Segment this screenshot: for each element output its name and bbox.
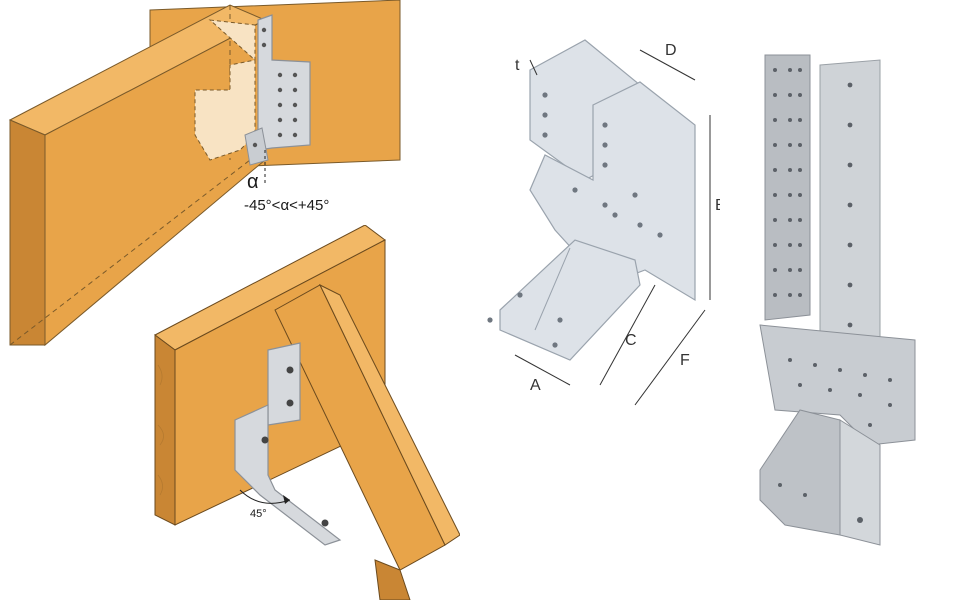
label-D: D: [665, 42, 677, 59]
bracket-perforations: [773, 68, 892, 523]
angled-joint-illustration: 45°: [154, 225, 460, 600]
angle-45-label: 45°: [250, 508, 267, 520]
dimension-lines: [514, 49, 711, 406]
hidden-hanger-flap: [194, 19, 256, 161]
bracket-front-strip: [819, 59, 881, 346]
header-side: [154, 334, 176, 526]
bracket-seat: [499, 239, 641, 361]
angle-arrow: [283, 495, 290, 504]
bracket-product-photo: [720, 40, 950, 560]
drawing-holes: [487, 92, 663, 348]
angle-range-label: -45°<α<+45°: [244, 197, 329, 214]
wood-grain: [157, 364, 164, 496]
bracket-upper-plate: [267, 342, 301, 426]
label-t: t: [515, 57, 520, 74]
label-F: F: [680, 352, 690, 369]
label-A: A: [530, 377, 541, 394]
joist-side-face: [9, 119, 46, 346]
dimension-drawing: t D B C F A: [487, 39, 726, 406]
skewed-hanger-illustration: α -45°<α<+45°: [8, 0, 401, 347]
bracket-lower-plate: [234, 404, 342, 546]
bracket-back-strip: [764, 54, 811, 321]
bracket-holes: [261, 366, 329, 527]
hanger-holes: [252, 27, 298, 148]
angle-symbol: α: [247, 171, 259, 193]
rafter-top: [318, 283, 460, 546]
bracket-lower-tab: [839, 419, 881, 546]
seat-fold: [534, 247, 571, 331]
rafter-end: [374, 559, 411, 600]
hidden-line: [9, 159, 251, 346]
label-C: C: [625, 332, 637, 349]
